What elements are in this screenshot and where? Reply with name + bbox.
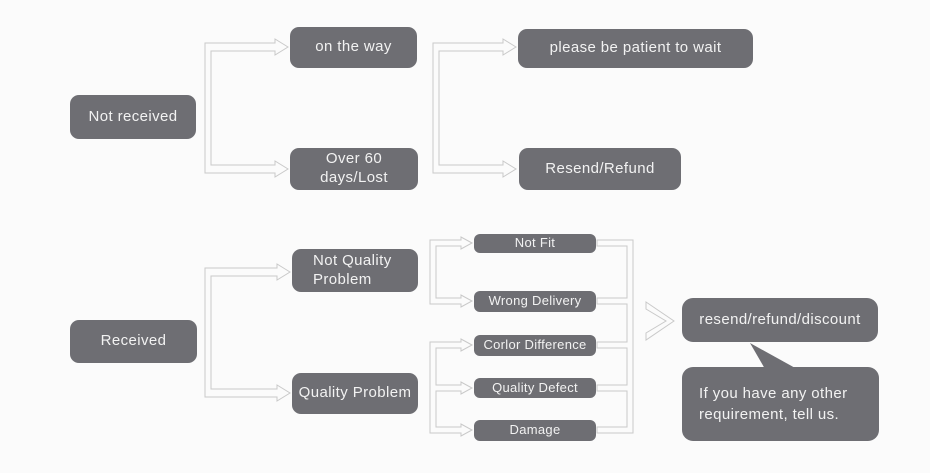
node-received: Received <box>70 320 197 363</box>
node-not-fit: Not Fit <box>474 234 596 253</box>
node-not-quality-problem: Not Quality Problem <box>292 249 418 292</box>
node-damage: Damage <box>474 420 596 441</box>
node-resend-refund: Resend/Refund <box>519 148 681 190</box>
bubble-note-line-2: requirement, tell us. <box>699 406 840 423</box>
node-quality-problem: Quality Problem <box>292 373 418 414</box>
bracket-not-received <box>204 38 289 178</box>
node-outcome-resend-refund-discount: resend/refund/discount <box>682 298 878 342</box>
node-wrong-delivery: Wrong Delivery <box>474 291 596 312</box>
node-over-60-days-lost: Over 60 days/Lost <box>290 148 418 190</box>
node-please-be-patient: please be patient to wait <box>518 29 753 68</box>
bracket-not-quality <box>429 236 474 308</box>
bubble-note-line-1: If you have any other <box>699 385 848 402</box>
chevron-right-icon <box>645 301 675 341</box>
node-color-difference: Corlor Difference <box>474 335 596 356</box>
merge-comb <box>596 239 634 434</box>
bracket-received <box>204 263 291 402</box>
node-not-received: Not received <box>70 95 196 139</box>
node-quality-defect: Quality Defect <box>474 378 596 398</box>
bracket-quality <box>429 338 474 437</box>
node-on-the-way: on the way <box>290 27 417 68</box>
speech-bubble-note: If you have any other requirement, tell … <box>682 367 879 441</box>
speech-bubble-tail <box>750 343 797 369</box>
bracket-status-to-action <box>432 38 517 178</box>
